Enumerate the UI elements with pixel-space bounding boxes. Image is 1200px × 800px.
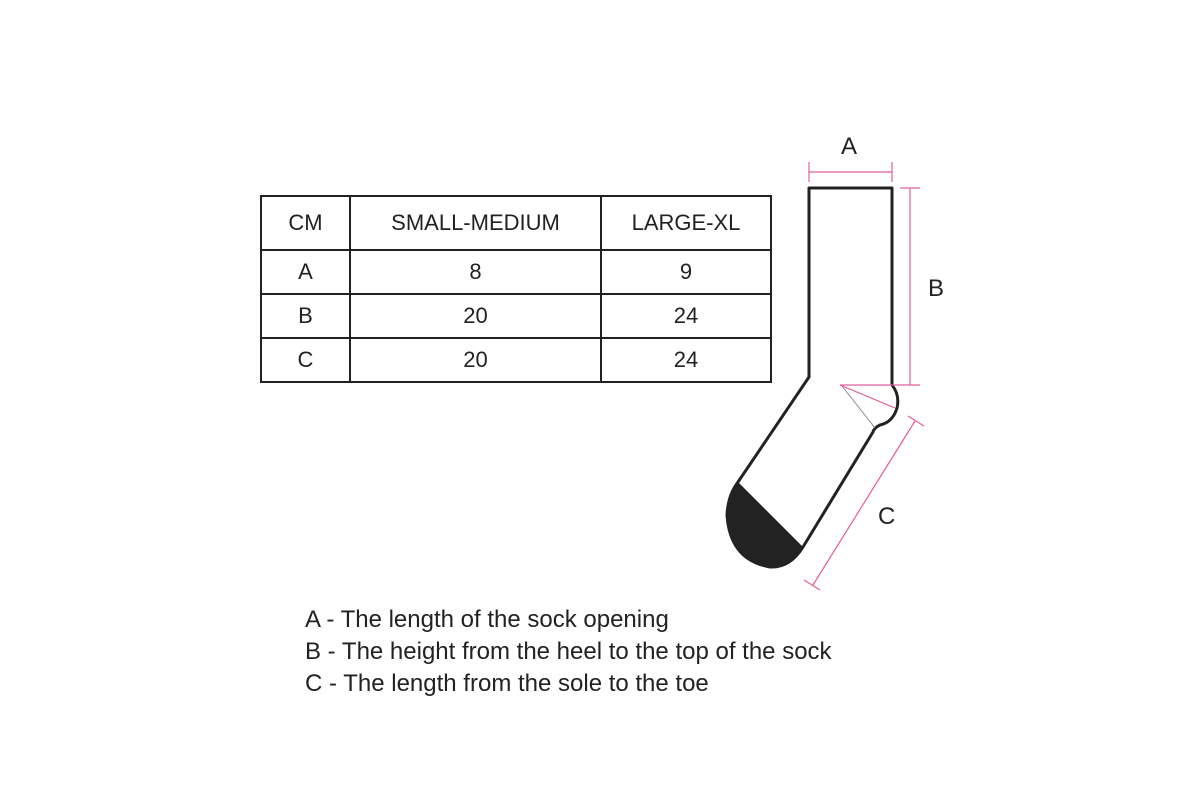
cell-value: 20 [349, 293, 602, 339]
legend-item-c: C - The length from the sole to the toe [305, 670, 709, 697]
row-label: B [260, 293, 351, 339]
label-b: B [928, 275, 945, 302]
table-row: C 20 24 [260, 337, 772, 383]
table-row: A 8 9 [260, 249, 772, 295]
row-label: A [260, 249, 351, 295]
table-row: B 20 24 [260, 293, 772, 339]
dimension-a [808, 162, 893, 182]
table-header-row: CM SMALL-MEDIUM LARGE-XL [260, 195, 772, 251]
cell-value: 8 [349, 249, 602, 295]
cell-value: 20 [349, 337, 602, 383]
sock-outline [725, 186, 900, 569]
dimension-c [803, 415, 925, 591]
size-chart-table: CM SMALL-MEDIUM LARGE-XL A 8 9 B 20 24 C… [260, 195, 772, 383]
heel-seam [841, 385, 876, 429]
legend-item-b: B - The height from the heel to the top … [305, 638, 832, 665]
label-c: C [878, 503, 896, 530]
measurement-legend: A - The length of the sock opening B - T… [305, 604, 832, 700]
cell-value: 24 [600, 337, 772, 383]
cell-value: 9 [600, 249, 772, 295]
row-label: C [260, 337, 351, 383]
dimension-b [900, 187, 920, 385]
legend-item-a: A - The length of the sock opening [305, 606, 669, 633]
label-a: A [841, 133, 858, 160]
header-large-xl: LARGE-XL [600, 195, 772, 251]
header-small-medium: SMALL-MEDIUM [349, 195, 602, 251]
cell-value: 24 [600, 293, 772, 339]
header-cm: CM [260, 195, 351, 251]
heel-dimension-line [839, 384, 896, 409]
sock-toe [727, 482, 803, 568]
